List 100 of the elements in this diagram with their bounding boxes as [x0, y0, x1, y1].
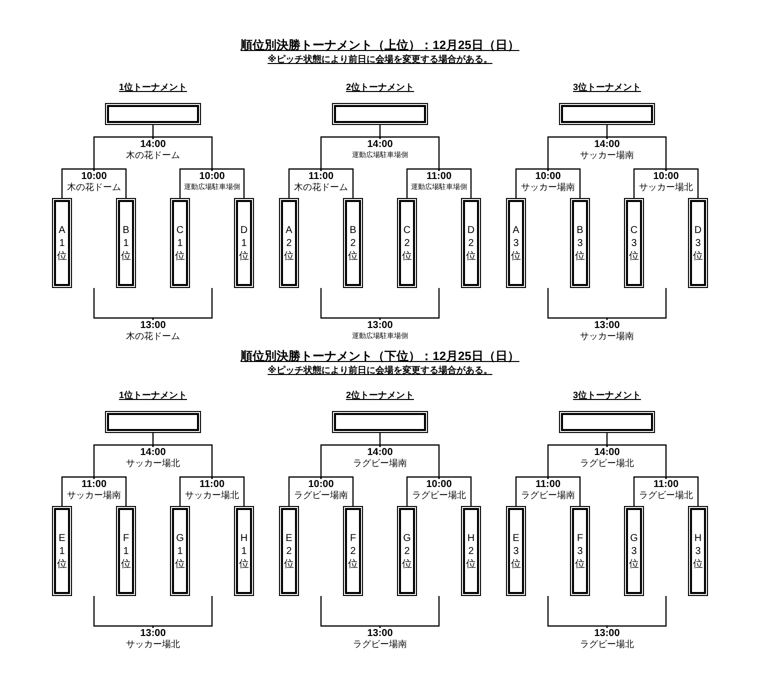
team-slot	[688, 198, 708, 288]
bracket-line	[379, 136, 440, 171]
bracket-line	[547, 288, 608, 320]
match-time: 11:00	[653, 479, 679, 490]
bracket-line	[61, 168, 95, 198]
bracket-line	[633, 476, 667, 506]
venue-name: ラグビー場北	[580, 458, 634, 469]
venue-name: ラグビー場北	[412, 490, 466, 501]
match-time: 14:00	[367, 447, 393, 458]
match-time: 11:00	[81, 479, 107, 490]
venue-name: 木の花ドーム	[294, 182, 348, 193]
team-slot	[52, 198, 72, 288]
bracket-line	[547, 476, 581, 506]
team-label: C3位	[629, 224, 639, 262]
bracket-line	[438, 168, 472, 198]
team-label: B2位	[348, 224, 358, 262]
bracket-line	[320, 168, 354, 198]
team-slot	[397, 198, 417, 288]
bracket-heading: 2位トーナメント	[346, 390, 414, 400]
team-slot	[343, 198, 363, 288]
match-time: 14:00	[140, 139, 166, 150]
bracket-line	[93, 444, 154, 479]
bracket-line	[152, 136, 213, 171]
match-time: 13:00	[140, 628, 166, 639]
venue-name: ラグビー場北	[580, 639, 634, 650]
team-label: F3位	[575, 532, 585, 570]
match-time: 14:00	[594, 139, 620, 150]
team-slot	[170, 198, 190, 288]
bracket-line	[320, 596, 381, 628]
venue-name: ラグビー場北	[639, 490, 693, 501]
team-label: E2位	[284, 532, 294, 570]
match-time: 11:00	[199, 479, 225, 490]
match-time: 10:00	[535, 171, 561, 182]
venue-name: サッカー場北	[639, 182, 693, 193]
match-time: 11:00	[426, 171, 452, 182]
bracket-line	[320, 476, 354, 506]
winner-slot	[559, 103, 655, 125]
winner-slot	[332, 103, 428, 125]
team-slot	[461, 506, 481, 596]
bracket-line	[547, 444, 608, 479]
bracket-line	[379, 125, 381, 139]
team-slot	[343, 506, 363, 596]
match-time: 14:00	[367, 139, 393, 150]
bracket-line	[211, 168, 245, 198]
venue-name: 木の花ドーム	[67, 182, 121, 193]
bracket-line	[606, 596, 667, 628]
team-slot	[461, 198, 481, 288]
winner-slot	[332, 411, 428, 433]
venue-name: サッカー場北	[126, 458, 180, 469]
bracket-line	[152, 444, 213, 479]
match-time: 13:00	[367, 628, 393, 639]
bracket-line	[406, 168, 440, 198]
team-label: B3位	[575, 224, 585, 262]
match-time: 14:00	[594, 447, 620, 458]
team-slot	[397, 506, 417, 596]
bracket-line	[606, 136, 667, 171]
bracket-line	[152, 288, 213, 320]
team-label: B1位	[121, 224, 131, 262]
team-label: H1位	[239, 532, 249, 570]
team-slot	[624, 506, 644, 596]
winner-slot	[105, 103, 201, 125]
team-slot	[116, 198, 136, 288]
bracket-heading: 1位トーナメント	[119, 390, 187, 400]
bracket-line	[606, 125, 608, 139]
team-label: C1位	[175, 224, 185, 262]
bracket-line	[665, 168, 699, 198]
bracket-line	[379, 433, 381, 447]
bracket-line	[379, 444, 440, 479]
team-slot	[624, 198, 644, 288]
team-slot	[170, 506, 190, 596]
team-label: C2位	[402, 224, 412, 262]
bracket-line	[61, 476, 95, 506]
bracket-line	[379, 288, 440, 320]
match-time: 10:00	[426, 479, 452, 490]
bracket-heading: 3位トーナメント	[573, 82, 641, 92]
venue-name: サッカー場南	[67, 490, 121, 501]
team-label: G3位	[629, 532, 639, 570]
bracket-line	[320, 444, 381, 479]
bracket-heading: 2位トーナメント	[346, 82, 414, 92]
team-label: D3位	[693, 224, 703, 262]
bracket-line	[665, 476, 699, 506]
bracket-line	[288, 476, 322, 506]
venue-name: サッカー場北	[126, 639, 180, 650]
team-slot	[116, 506, 136, 596]
team-slot	[688, 506, 708, 596]
venue-name: 木の花ドーム	[126, 150, 180, 161]
bracket-line	[406, 476, 440, 506]
bracket-line	[438, 476, 472, 506]
bracket-line	[320, 136, 381, 171]
venue-name: サッカー場南	[521, 182, 575, 193]
bracket-line	[515, 168, 549, 198]
match-time: 10:00	[653, 171, 679, 182]
bracket-line	[606, 433, 608, 447]
team-label: G2位	[402, 532, 412, 570]
bracket-line	[93, 476, 127, 506]
team-label: D2位	[466, 224, 476, 262]
match-time: 13:00	[140, 320, 166, 331]
team-slot	[570, 198, 590, 288]
team-label: F1位	[121, 532, 131, 570]
bracket-line	[152, 596, 213, 628]
